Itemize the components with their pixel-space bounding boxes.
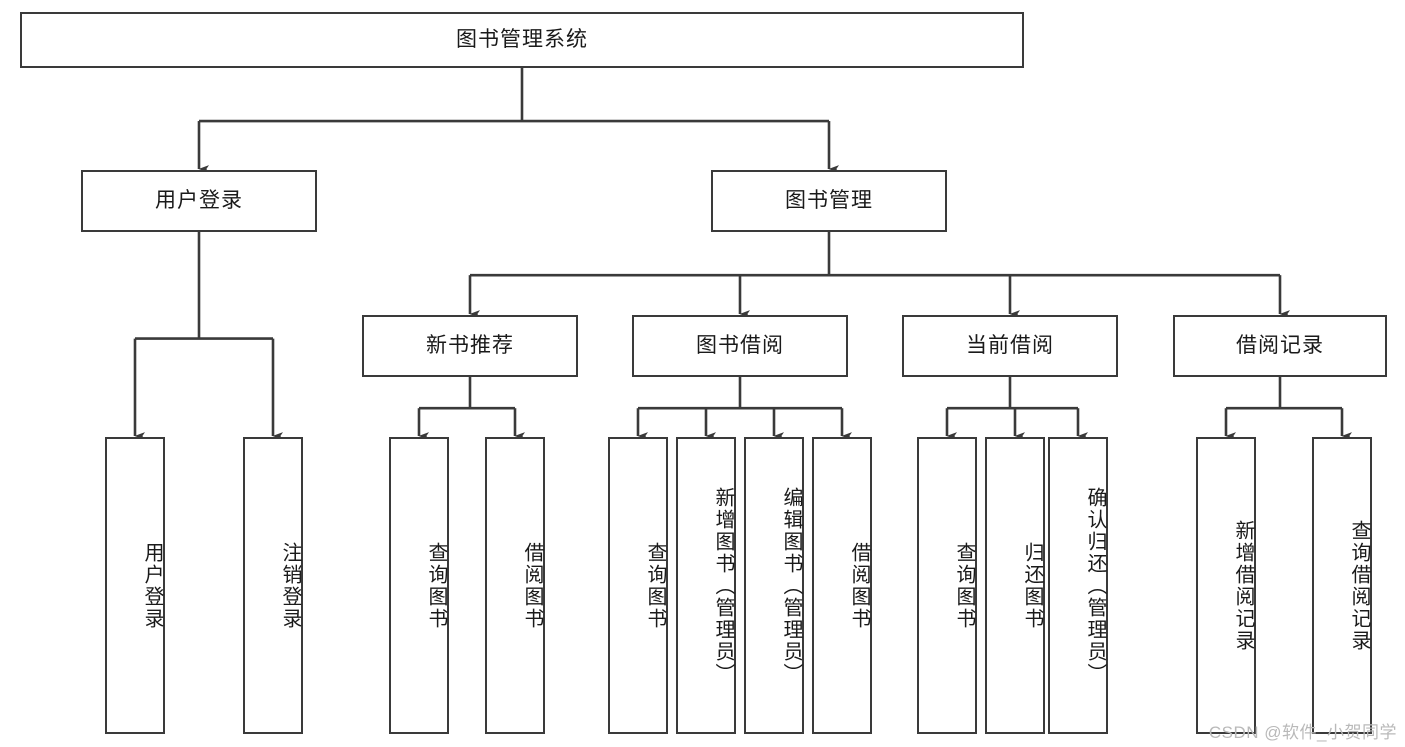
node-label: 用户登录: [141, 541, 163, 630]
node-label: 图书管理: [785, 188, 873, 212]
node-leaf2[interactable]: 注销登录: [243, 437, 303, 734]
node-label: 借阅图书: [848, 541, 870, 630]
node-label: 编辑图书（管理员）: [780, 486, 802, 685]
node-login[interactable]: 用户登录: [81, 170, 317, 232]
node-leaf4[interactable]: 借阅图书: [485, 437, 545, 734]
node-label: 新增借阅记录: [1232, 519, 1254, 652]
node-borrow[interactable]: 图书借阅: [632, 315, 848, 377]
node-label: 确认归还（管理员）: [1084, 486, 1106, 685]
node-label: 借阅记录: [1236, 333, 1324, 357]
node-label: 查询图书: [953, 541, 975, 630]
node-label: 图书管理系统: [456, 27, 588, 51]
node-leaf10[interactable]: 归还图书: [985, 437, 1045, 734]
node-root[interactable]: 图书管理系统: [20, 12, 1024, 68]
node-label: 借阅图书: [521, 541, 543, 630]
node-label: 查询图书: [644, 541, 666, 630]
node-leaf8[interactable]: 借阅图书: [812, 437, 872, 734]
node-label: 查询借阅记录: [1348, 519, 1370, 652]
node-label: 查询图书: [425, 541, 447, 630]
node-label: 新书推荐: [426, 333, 514, 357]
node-leaf7[interactable]: 编辑图书（管理员）: [744, 437, 804, 734]
node-bookmgmt[interactable]: 图书管理: [711, 170, 947, 232]
node-label: 注销登录: [279, 541, 301, 630]
node-leaf12[interactable]: 新增借阅记录: [1196, 437, 1256, 734]
node-leaf13[interactable]: 查询借阅记录: [1312, 437, 1372, 734]
node-leaf5[interactable]: 查询图书: [608, 437, 668, 734]
node-label: 图书借阅: [696, 333, 784, 357]
node-newrec[interactable]: 新书推荐: [362, 315, 578, 377]
node-records[interactable]: 借阅记录: [1173, 315, 1387, 377]
node-leaf3[interactable]: 查询图书: [389, 437, 449, 734]
node-label: 当前借阅: [966, 333, 1054, 357]
watermark-text: CSDN @软件_小贺同学: [1208, 723, 1397, 742]
node-leaf1[interactable]: 用户登录: [105, 437, 165, 734]
node-label: 新增图书（管理员）: [712, 486, 734, 685]
node-leaf11[interactable]: 确认归还（管理员）: [1048, 437, 1108, 734]
node-current[interactable]: 当前借阅: [902, 315, 1118, 377]
node-leaf9[interactable]: 查询图书: [917, 437, 977, 734]
node-label: 用户登录: [155, 188, 243, 212]
node-leaf6[interactable]: 新增图书（管理员）: [676, 437, 736, 734]
node-label: 归还图书: [1021, 541, 1043, 630]
